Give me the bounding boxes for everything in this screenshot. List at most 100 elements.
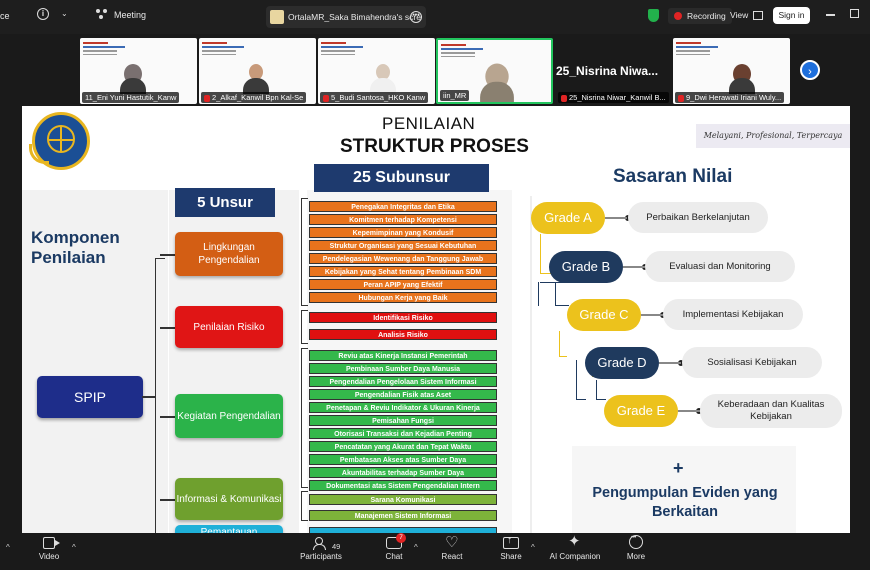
- react-label: React: [441, 552, 463, 561]
- participant-tile[interactable]: 11_Eni Yuni Hastutik_Kanw: [80, 38, 197, 104]
- top-bar: ce i ⌄ Meeting OrtalaMR_Saka Bimahendra'…: [0, 0, 870, 34]
- participants-label: Participants: [300, 552, 342, 561]
- grade-b-pill: Grade B: [549, 251, 623, 283]
- meeting-menu[interactable]: Meeting: [96, 9, 146, 20]
- eviden-box: [572, 446, 796, 533]
- brace-informasi: [301, 491, 308, 521]
- video-label: Video: [38, 552, 60, 561]
- shared-screen-slide: PENILAIAN STRUKTUR PROSES Melayani, Prof…: [22, 106, 850, 533]
- unsur-pemantauan: Pemantauan: [175, 525, 283, 533]
- participant-name: 2_Alkaf_Kanwil Bpn Kal-Se: [201, 92, 307, 103]
- unsur-informasi-komunikasi: Informasi & Komunikasi: [175, 478, 283, 520]
- unsur-kegiatan-pengendalian: Kegiatan Pengendalian: [175, 394, 283, 438]
- komponen-heading: Komponen Penilaian: [31, 228, 120, 267]
- grade-connector: [555, 282, 569, 306]
- virtual-background: [80, 38, 128, 78]
- spip-bracket-connector: [142, 396, 156, 398]
- section-divider: [530, 196, 532, 533]
- virtual-background: [673, 38, 721, 78]
- meeting-controls-bar: ^ Video ^ Participants 49 7 Chat ^ React…: [0, 532, 870, 570]
- subunsur-item: Otorisasi Transaksi dan Kejadian Penting: [309, 428, 497, 439]
- video-options-caret-icon[interactable]: ^: [72, 543, 76, 552]
- participant-display-name: 25_Nisrina Niwa...: [556, 64, 659, 78]
- info-icon[interactable]: i: [37, 8, 49, 20]
- eviden-text: Pengumpulan Eviden yang Berkaitan: [592, 485, 778, 520]
- recording-dot-icon: [674, 12, 682, 20]
- unsur-connector: [160, 254, 175, 256]
- participant-tile[interactable]: 9_Dwi Herawati Iriani Wuly...: [673, 38, 790, 104]
- camera-icon: [43, 537, 60, 549]
- active-speaker-tile[interactable]: iin_MR: [436, 38, 553, 104]
- participant-video: [729, 64, 755, 94]
- participant-count: 49: [332, 542, 341, 551]
- chat-label: Chat: [385, 552, 403, 561]
- more-button[interactable]: More: [606, 535, 666, 561]
- brace-risiko: [301, 310, 308, 344]
- participants-button[interactable]: Participants: [291, 537, 351, 561]
- grade-a-description: Perbaikan Berkelanjutan: [628, 202, 768, 233]
- view-label: View: [730, 10, 749, 20]
- recording-label: Recording: [687, 11, 726, 21]
- minimize-icon[interactable]: [826, 14, 835, 16]
- more-options-icon[interactable]: •••: [410, 11, 422, 23]
- mic-muted-icon: [204, 94, 210, 102]
- subunsur-item: Pemisahan Fungsi: [309, 415, 497, 426]
- share-options-caret-icon[interactable]: ^: [531, 543, 535, 552]
- grade-e-line: [678, 410, 700, 412]
- virtual-background: [318, 38, 366, 78]
- sparkle-icon: [567, 532, 583, 550]
- grade-c-pill: Grade C: [567, 299, 641, 331]
- next-page-arrow-icon[interactable]: ›: [800, 60, 820, 80]
- window-title-clip: ce: [0, 11, 10, 21]
- chat-button[interactable]: 7 Chat: [364, 533, 424, 561]
- video-button[interactable]: Video: [19, 537, 79, 561]
- participant-video: [480, 63, 514, 102]
- unsur-header: 5 Unsur: [175, 188, 275, 217]
- share-title: OrtalaMR_Saka Bimahendra's scre: [288, 12, 421, 22]
- more-label: More: [626, 552, 646, 561]
- subunsur-item: Pembinaan Sumber Daya Manusia: [309, 363, 497, 374]
- share-screen-icon: [503, 535, 519, 549]
- subunsur-item: Pengendalian Pengelolaan Sistem Informas…: [309, 376, 497, 387]
- subunsur-item: Akuntabilitas terhadap Sumber Daya: [309, 467, 497, 478]
- atr-bpn-logo: [29, 112, 90, 170]
- recording-indicator[interactable]: Recording: [668, 8, 732, 24]
- chat-options-caret-icon[interactable]: ^: [414, 543, 418, 552]
- subunsur-item: Manajemen Sistem Informasi: [309, 510, 497, 521]
- more-dots-icon: [629, 535, 643, 549]
- unsur-connector: [160, 416, 175, 418]
- mic-muted-icon: [678, 94, 684, 102]
- security-shield-icon[interactable]: [648, 9, 659, 22]
- subunsur-item: Identifikasi Risiko: [309, 312, 497, 323]
- chevron-down-icon[interactable]: ⌄: [61, 9, 68, 18]
- audio-options-caret-icon[interactable]: ^: [6, 543, 10, 552]
- unsur-connector: [160, 327, 175, 329]
- left-panel-bg: [22, 190, 168, 533]
- screen-share-indicator[interactable]: OrtalaMR_Saka Bimahendra's scre •••: [266, 6, 426, 28]
- subunsur-item: Penegakan Integritas dan Etika: [309, 201, 497, 212]
- share-button[interactable]: Share: [481, 535, 541, 561]
- participant-video: [120, 64, 146, 94]
- ai-companion-button[interactable]: AI Companion: [545, 532, 605, 561]
- grade-connector: [540, 282, 568, 283]
- maximize-icon[interactable]: [850, 9, 859, 18]
- participant-name: 11_Eni Yuni Hastutik_Kanw: [82, 92, 180, 103]
- brace-lingkungan: [301, 198, 308, 306]
- subunsur-item: Kebijakan yang Sehat tentang Pembinaan S…: [309, 266, 497, 277]
- subunsur-header: 25 Subunsur: [314, 164, 489, 192]
- mic-muted-icon: [323, 94, 329, 102]
- participant-name: 9_Dwi Herawati Iriani Wuly...: [675, 92, 785, 103]
- sign-in-button[interactable]: Sign in: [773, 7, 810, 24]
- participant-tile[interactable]: 5_Budi Santosa_HKO Kanw: [318, 38, 435, 104]
- view-button[interactable]: View: [730, 10, 764, 20]
- participants-icon: [313, 537, 329, 550]
- participant-tile-no-video[interactable]: 25_Nisrina Niwa... 25_Nisrina Niwar_Kanw…: [556, 38, 669, 104]
- video-gallery-strip: 11_Eni Yuni Hastutik_Kanw 2_Alkaf_Kanwil…: [0, 34, 870, 106]
- people-icon: [96, 9, 108, 20]
- virtual-background: [438, 40, 486, 80]
- mic-muted-icon: [561, 94, 567, 102]
- subunsur-item: Sarana Komunikasi: [309, 494, 497, 505]
- react-button[interactable]: React: [422, 533, 482, 561]
- participant-tile[interactable]: 2_Alkaf_Kanwil Bpn Kal-Se: [199, 38, 316, 104]
